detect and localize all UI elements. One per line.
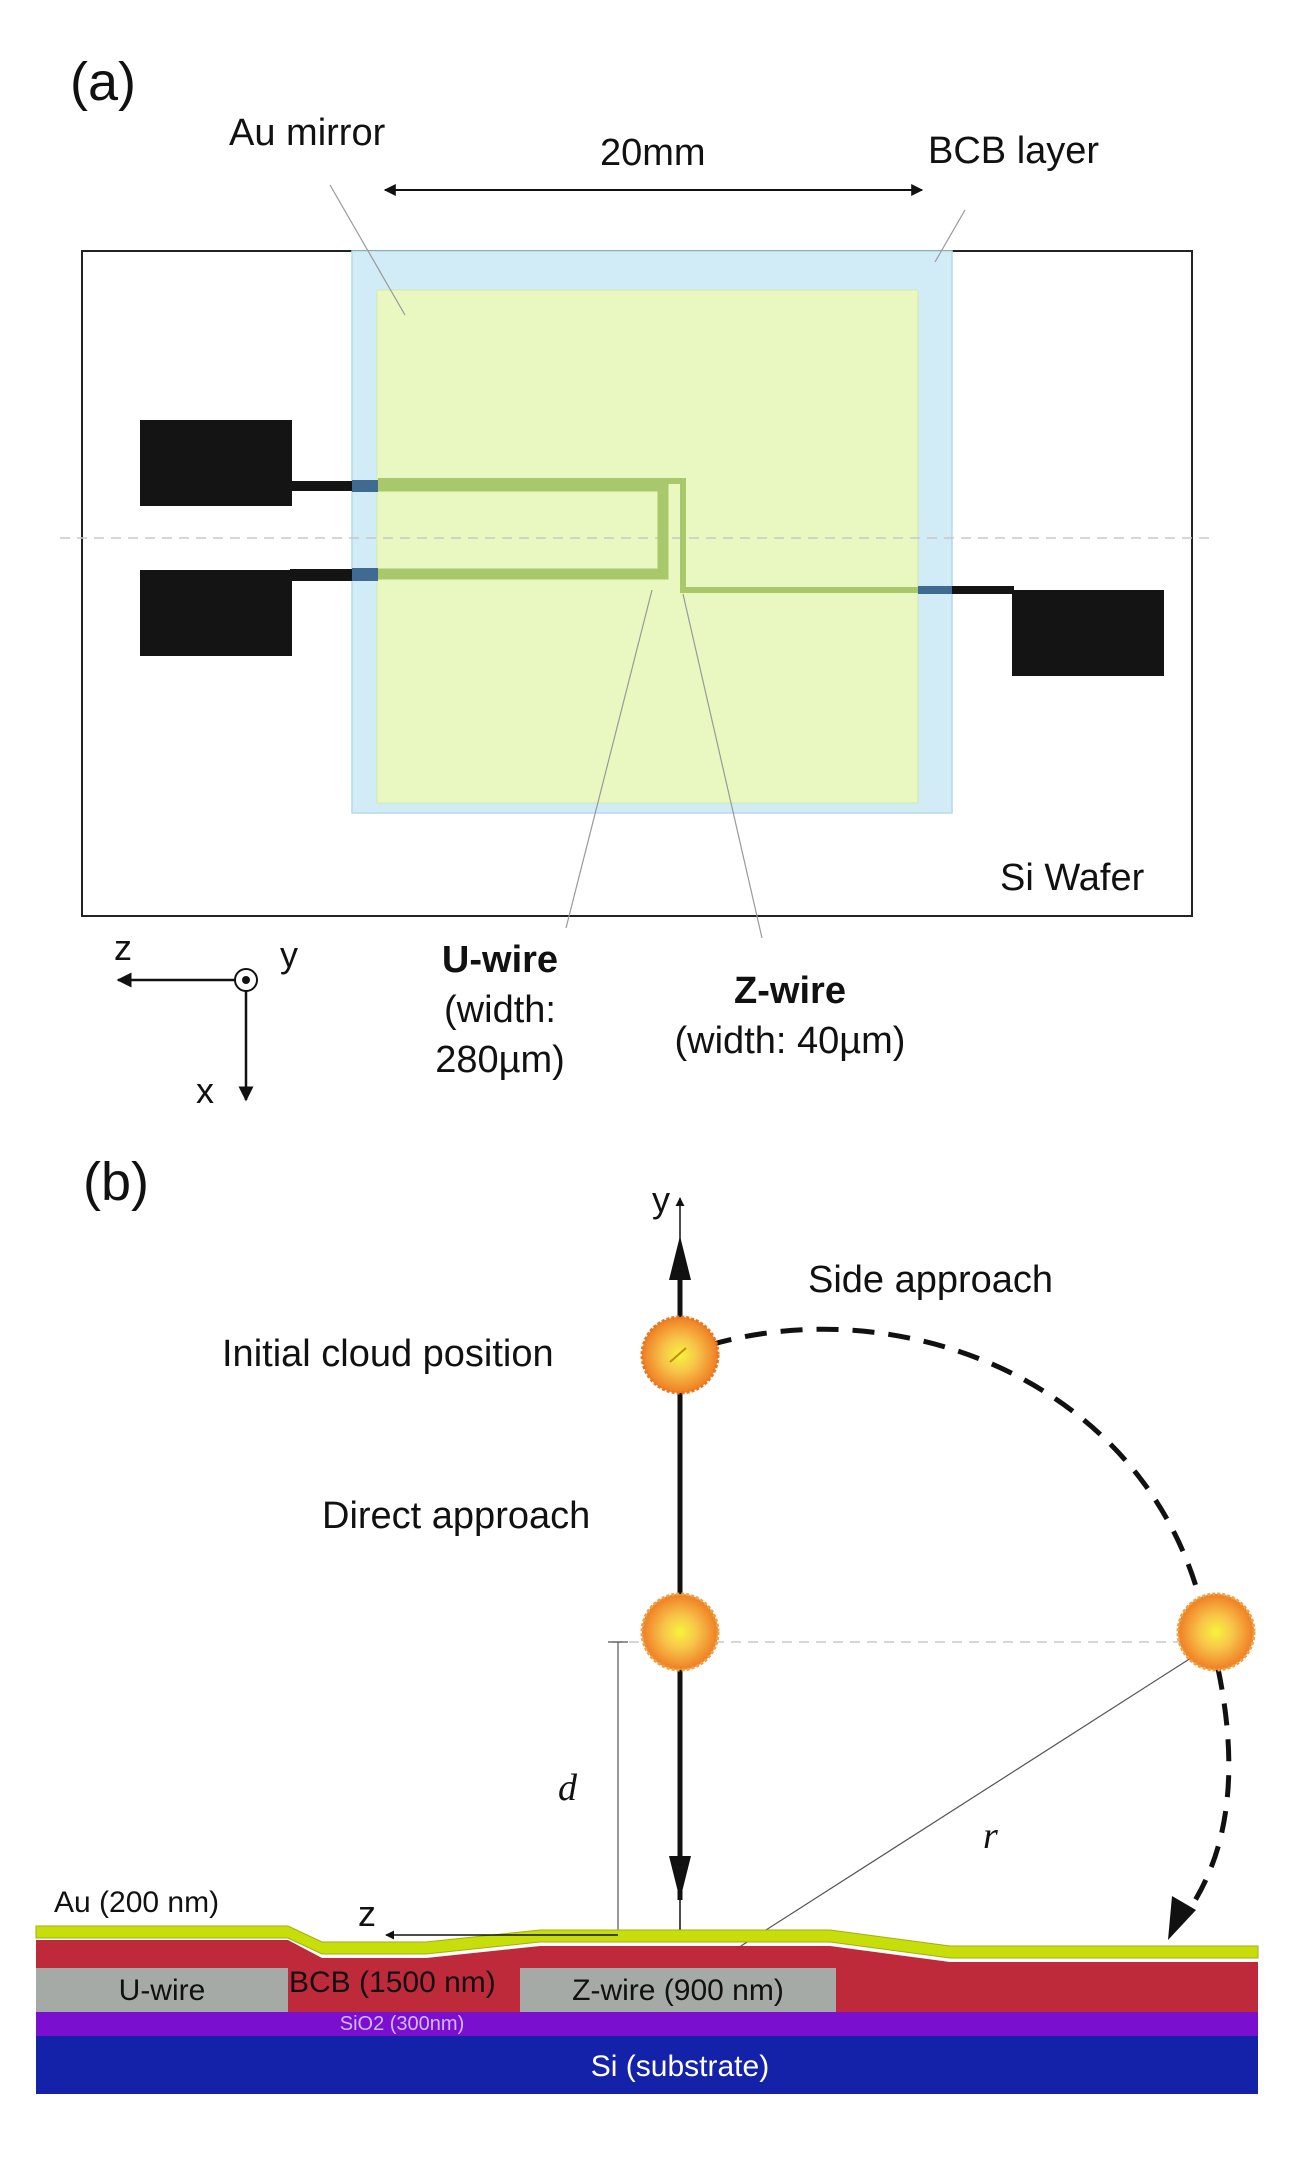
panel-b-label: (b) [83, 1152, 149, 1212]
z-wire-width: (width: 40µm) [675, 1020, 906, 1062]
initial-cloud-label: Initial cloud position [222, 1333, 554, 1375]
sio2-layer [36, 2012, 1258, 2036]
lead-left-top [290, 481, 354, 491]
axis-x-label: x [196, 1070, 214, 1111]
y-axis-b-label: y [652, 1179, 670, 1220]
panel-b: (b) y d r Initial cloud [35, 1152, 1259, 2094]
contact-pad-left-bottom [140, 570, 292, 656]
si-wafer-label: Si Wafer [1000, 857, 1145, 899]
z-wire-trace [378, 478, 918, 593]
axis-z-label: z [114, 927, 132, 968]
panel-a-label: (a) [70, 52, 136, 112]
z-wire-name: Z-wire [734, 970, 846, 1012]
si-substrate-layer [36, 2036, 1258, 2094]
direct-arrow-head-up [669, 1236, 691, 1280]
contact-pad-right [1012, 590, 1164, 676]
u-wire-trace [378, 480, 669, 580]
u-wire-layer-label: U-wire [119, 1974, 206, 2007]
side-approach-path [709, 1326, 1232, 1927]
au-mirror-pointer [329, 184, 406, 316]
u-wire-width-line2: 280µm) [435, 1039, 565, 1081]
axis-y-label: y [280, 934, 298, 975]
dimension-label: 20mm [600, 132, 706, 174]
lead-left-bottom [290, 569, 354, 581]
side-approach-label: Side approach [808, 1259, 1053, 1301]
u-wire-name: U-wire [442, 939, 558, 981]
u-wire-layer [36, 1968, 288, 2012]
sio2-layer-label: SiO2 (300nm) [340, 2013, 465, 2035]
lead-right [952, 586, 1014, 594]
d-symbol: d [558, 1767, 578, 1809]
side-cloud [1176, 1592, 1256, 1672]
z-wire-layer-label: Z-wire (900 nm) [572, 1974, 784, 2007]
bcb-layer-label: BCB layer [928, 130, 1099, 172]
bcb-layer-b-label: BCB (1500 nm) [289, 1966, 496, 1999]
r-radius-line [679, 1641, 1217, 1986]
direct-cloud [640, 1592, 720, 1672]
z-wire-pointer [682, 593, 763, 939]
wire-contact-left-top [352, 480, 378, 492]
u-wire-pointer [565, 589, 653, 929]
z-axis-b-label: z [358, 1893, 376, 1934]
contact-pad-left-top [140, 420, 292, 506]
wire-contact-left-bottom [352, 568, 378, 581]
axes-a: z y x [114, 927, 298, 1111]
si-layer-label: Si (substrate) [591, 2050, 769, 2083]
au-layer [35, 1925, 1259, 1959]
au-mirror-label: Au mirror [229, 112, 386, 154]
wire-contact-right [918, 586, 952, 594]
z-wire-layer [520, 1968, 836, 2012]
au-layer-label: Au (200 nm) [54, 1886, 219, 1919]
direct-approach-label: Direct approach [322, 1495, 590, 1537]
bcb-layer-pointer [934, 209, 966, 263]
u-wire-width-line1: (width: [444, 989, 556, 1031]
direct-arrow-head-down [669, 1856, 691, 1900]
r-symbol: r [983, 1815, 998, 1857]
panel-a: (a) Au mirror 20mm [60, 52, 1212, 1111]
au-mirror [376, 289, 919, 804]
side-approach-arrow-head [1168, 1896, 1196, 1940]
initial-cloud [640, 1315, 720, 1395]
